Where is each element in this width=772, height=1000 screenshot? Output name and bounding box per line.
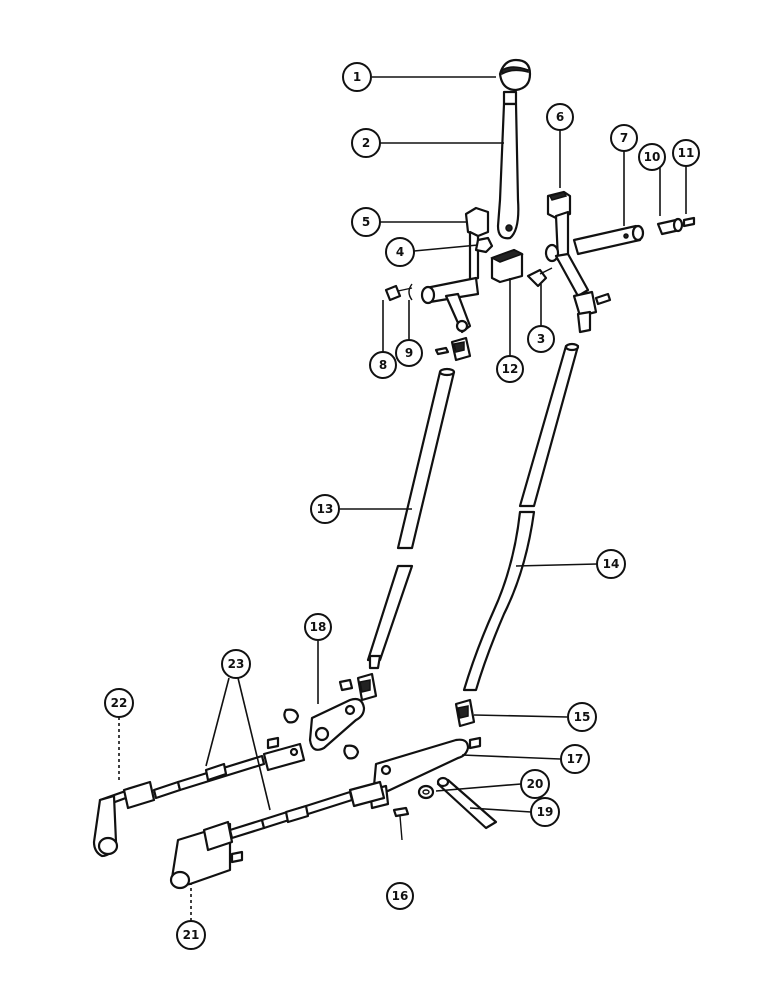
clevis-left-lower	[338, 672, 378, 702]
svg-text:12: 12	[502, 362, 519, 376]
callout-3: 3	[527, 325, 555, 353]
bell-crank-right	[554, 252, 612, 334]
callout-19: 19	[530, 797, 560, 827]
svg-text:8: 8	[379, 358, 387, 372]
callout-22: 22	[104, 688, 134, 718]
leader-lines	[118, 76, 687, 921]
callout-8: 8	[369, 351, 397, 379]
svg-text:3: 3	[537, 332, 545, 346]
control-rod-left	[366, 367, 456, 670]
svg-text:20: 20	[527, 777, 544, 791]
callout-18: 18	[304, 613, 332, 641]
parts-drawing	[92, 58, 696, 890]
bell-crank-plate	[283, 697, 366, 760]
link-rod-upper	[92, 736, 306, 858]
callout-6: 6	[546, 103, 574, 131]
clamp-block	[490, 248, 524, 284]
callout-15: 15	[567, 702, 597, 732]
callout-7: 7	[610, 124, 638, 152]
callout-9: 9	[395, 339, 423, 367]
svg-text:10: 10	[644, 150, 661, 164]
svg-text:16: 16	[392, 889, 409, 903]
callout-16: 16	[386, 882, 414, 910]
link-rod-lower	[169, 780, 386, 890]
svg-text:21: 21	[183, 928, 200, 942]
svg-text:2: 2	[362, 136, 370, 150]
svg-text:15: 15	[574, 710, 591, 724]
lever-bracket-right	[544, 190, 572, 263]
svg-text:11: 11	[678, 146, 695, 160]
svg-text:18: 18	[310, 620, 327, 634]
callout-21: 21	[176, 920, 206, 950]
callout-17: 17	[560, 744, 590, 774]
callout-14: 14	[596, 549, 626, 579]
svg-text:13: 13	[317, 502, 334, 516]
callout-5: 5	[351, 207, 381, 237]
svg-text:7: 7	[620, 131, 628, 145]
callout-12: 12	[496, 355, 524, 383]
callout-23: 23	[221, 649, 251, 679]
cotter-pin	[682, 216, 696, 228]
svg-text:5: 5	[362, 215, 370, 229]
bushing	[656, 217, 684, 236]
svg-text:6: 6	[556, 110, 564, 124]
svg-text:4: 4	[396, 245, 404, 259]
svg-text:19: 19	[537, 805, 554, 819]
washer-9	[408, 283, 413, 301]
clevis-right	[454, 698, 482, 750]
shift-lever-upper	[496, 90, 520, 240]
callout-4: 4	[385, 237, 415, 267]
cross-shaft-left	[420, 276, 480, 334]
svg-text:14: 14	[603, 557, 620, 571]
callout-20: 20	[520, 769, 550, 799]
callout-labels: 1 2 3 4 5 6 7 8	[104, 62, 700, 950]
pivot-pin	[436, 776, 498, 830]
bolt-8	[384, 284, 413, 302]
svg-text:17: 17	[567, 752, 584, 766]
nut	[474, 236, 494, 254]
control-rod-right	[462, 342, 580, 692]
callout-1: 1	[342, 62, 372, 92]
lever-bracket-left	[464, 206, 490, 282]
bolt-16	[392, 806, 410, 841]
svg-text:9: 9	[405, 346, 413, 360]
svg-text:1: 1	[353, 70, 361, 84]
clevis-left-upper	[434, 336, 472, 362]
callout-2: 2	[351, 128, 381, 158]
callout-13: 13	[310, 494, 340, 524]
svg-text:23: 23	[228, 657, 245, 671]
shift-knob	[498, 58, 532, 92]
pin-shaft	[572, 224, 645, 256]
washer-20	[417, 784, 435, 800]
callout-10: 10	[638, 143, 666, 171]
svg-text:22: 22	[111, 696, 128, 710]
callout-11: 11	[672, 139, 700, 167]
bolt-3	[526, 267, 553, 288]
